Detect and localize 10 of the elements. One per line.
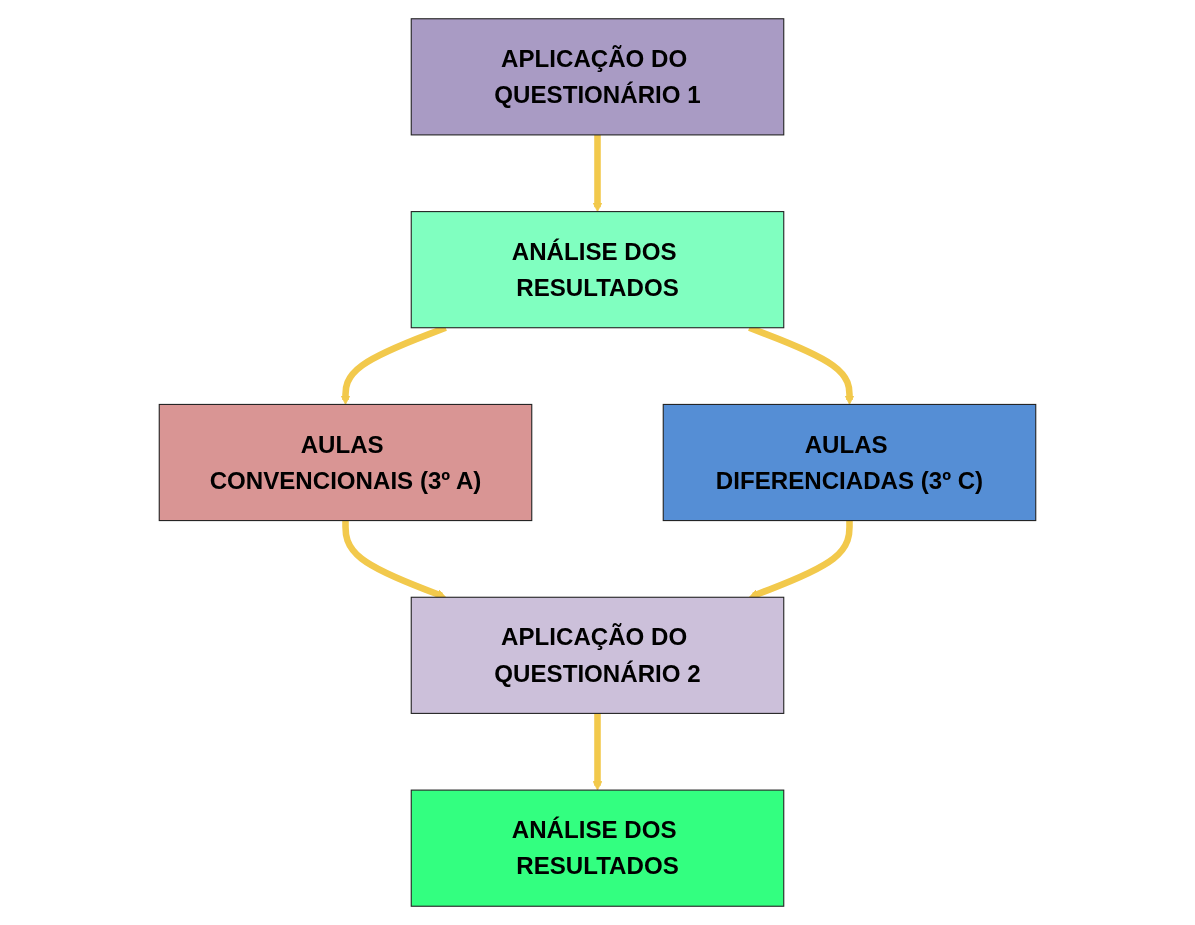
node-box: AULAS DIFERENCIADAS (3º C) (662, 403, 1037, 522)
arrow (342, 520, 447, 599)
arrow (592, 134, 603, 213)
node-box: APLICAÇÃO DO QUESTIONÁRIO 2 (410, 596, 785, 714)
node-box: ANÁLISE DOS RESULTADOS (410, 211, 785, 329)
node-box: ANÁLISE DOS RESULTADOS (410, 789, 785, 907)
arrow (592, 713, 603, 791)
node-box: AULAS CONVENCIONAIS (3º A) (158, 403, 533, 522)
node-box: APLICAÇÃO DO QUESTIONÁRIO 1 (410, 18, 785, 136)
arrow (748, 520, 853, 599)
